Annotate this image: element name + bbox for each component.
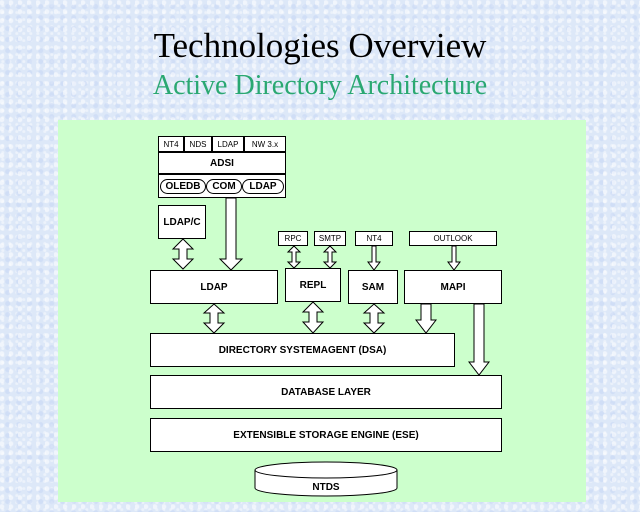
adsi-pill-com: COM bbox=[206, 179, 242, 194]
ldap-box: LDAP bbox=[150, 270, 278, 304]
adsi-pill-ldap: LDAP bbox=[242, 179, 284, 194]
sam-box: SAM bbox=[348, 270, 398, 304]
adsi-tab-nt4: NT4 bbox=[158, 136, 184, 152]
ldapc-box: LDAP/C bbox=[158, 205, 206, 239]
database-layer-box: DATABASE LAYER bbox=[150, 375, 502, 409]
adsi-box: ADSI bbox=[158, 152, 286, 174]
ntds-label: NTDS bbox=[312, 482, 340, 493]
slide-title: Technologies Overview bbox=[153, 26, 487, 65]
smtp-box: SMTP bbox=[314, 231, 346, 246]
adsi-pill-oledb: OLEDB bbox=[160, 179, 206, 194]
adsi-tab-nw3x: NW 3.x bbox=[244, 136, 286, 152]
outlook-box: OUTLOOK bbox=[409, 231, 497, 246]
mapi-box: MAPI bbox=[404, 270, 502, 304]
dsa-box: DIRECTORY SYSTEMAGENT (DSA) bbox=[150, 333, 455, 367]
adsi-tab-ldap: LDAP bbox=[212, 136, 244, 152]
adsi-tab-nds: NDS bbox=[184, 136, 212, 152]
slide-subtitle: Active Directory Architecture bbox=[152, 70, 488, 101]
rpc-box: RPC bbox=[278, 231, 308, 246]
nt4-box: NT4 bbox=[355, 231, 393, 246]
ese-box: EXTENSIBLE STORAGE ENGINE (ESE) bbox=[150, 418, 502, 452]
repl-box: REPL bbox=[285, 268, 341, 302]
